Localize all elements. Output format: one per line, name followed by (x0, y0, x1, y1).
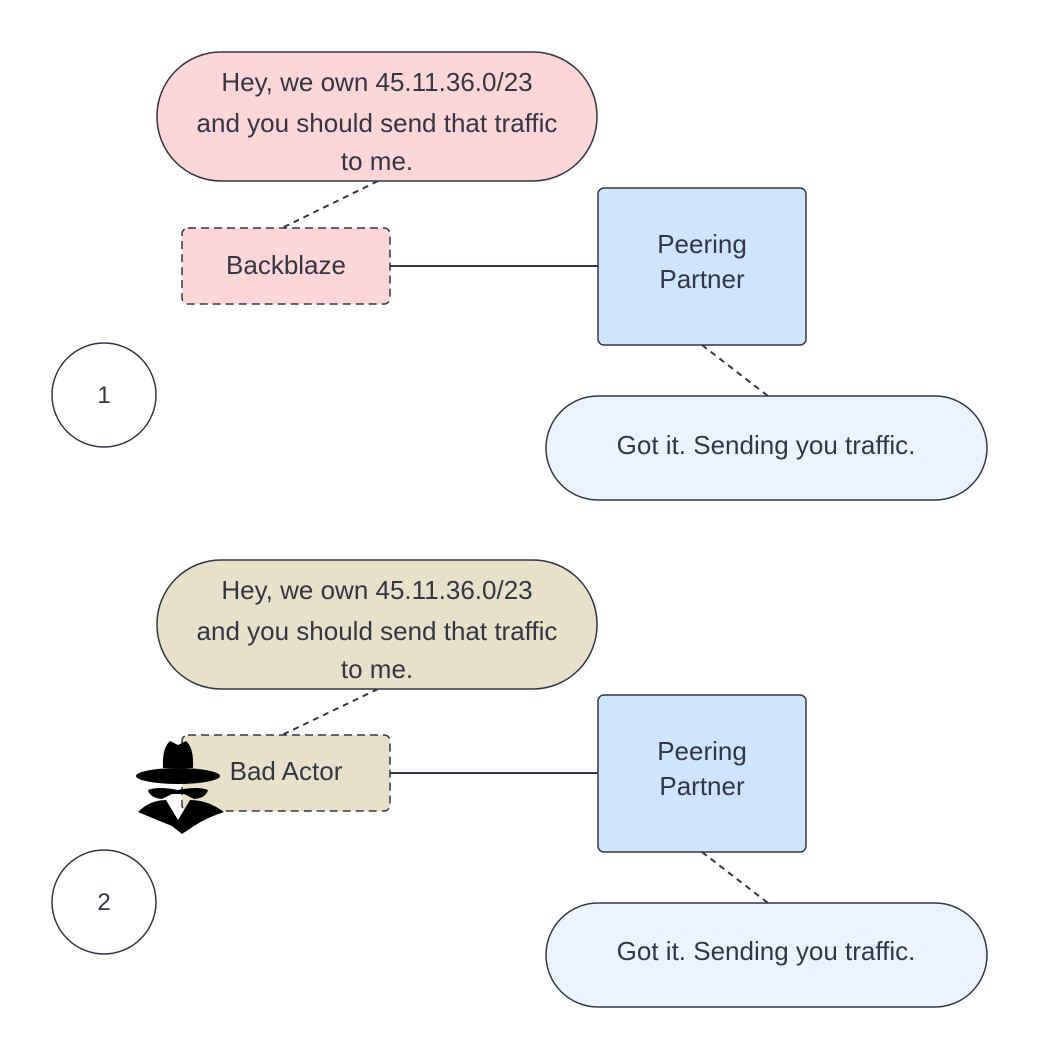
step-marker-1: 1 (51, 342, 157, 448)
scenario-2: Hey, we own 45.11.36.0/23 and you should… (51, 559, 988, 1008)
claim-text-line-3: to me. (341, 146, 413, 176)
reply-bubble-1: Got it. Sending you traffic. (545, 395, 988, 501)
claim-text-line-2: and you should send that traffic (197, 616, 558, 646)
scenario-1: Hey, we own 45.11.36.0/23 and you should… (51, 51, 988, 501)
partner-label-line-1: Peering (657, 229, 747, 259)
claim-connector-2 (281, 688, 379, 736)
claim-bubble-2: Hey, we own 45.11.36.0/23 and you should… (156, 559, 598, 690)
step-number: 2 (97, 889, 110, 916)
claim-text-line-1: Hey, we own 45.11.36.0/23 (221, 575, 532, 605)
claim-bubble-1: Hey, we own 45.11.36.0/23 and you should… (156, 51, 598, 182)
step-marker-2: 2 (51, 849, 157, 955)
announcer-label: Bad Actor (230, 756, 343, 786)
reply-connector-2 (701, 851, 769, 904)
claim-text-line-2: and you should send that traffic (197, 108, 558, 138)
claim-text-line-3: to me. (341, 654, 413, 684)
partner-label-line-2: Partner (659, 771, 745, 801)
spy-icon (136, 741, 224, 834)
claim-connector-1 (281, 180, 379, 229)
reply-text: Got it. Sending you traffic. (617, 936, 916, 966)
peering-partner-box-1: Peering Partner (597, 187, 807, 346)
claim-text-line-1: Hey, we own 45.11.36.0/23 (221, 67, 532, 97)
announcer-box-bad-actor: Bad Actor (181, 734, 391, 812)
announcer-label: Backblaze (226, 250, 346, 280)
partner-label-line-2: Partner (659, 264, 745, 294)
step-number: 1 (97, 382, 110, 409)
peering-partner-box-2: Peering Partner (597, 694, 807, 853)
partner-label-line-1: Peering (657, 736, 747, 766)
reply-bubble-2: Got it. Sending you traffic. (545, 902, 988, 1008)
reply-connector-1 (701, 344, 769, 397)
announcer-box-backblaze: Backblaze (181, 227, 391, 305)
reply-text: Got it. Sending you traffic. (617, 430, 916, 460)
